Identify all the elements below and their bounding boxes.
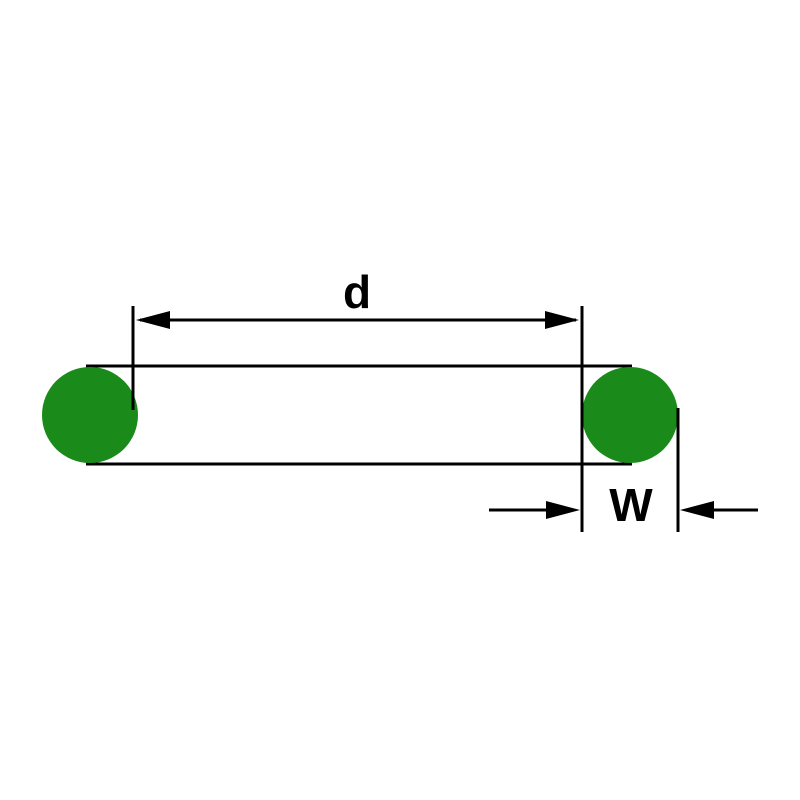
left-cross-section-circle <box>42 367 138 463</box>
inner-diameter-label: d <box>343 266 371 318</box>
w-arrowhead-left-icon <box>546 501 580 519</box>
right-cross-section-circle <box>582 367 678 463</box>
cross-section-width-label: W <box>609 479 653 531</box>
d-arrowhead-right-icon <box>545 311 579 329</box>
w-arrowhead-right-icon <box>680 501 714 519</box>
d-arrowhead-left-icon <box>136 311 170 329</box>
